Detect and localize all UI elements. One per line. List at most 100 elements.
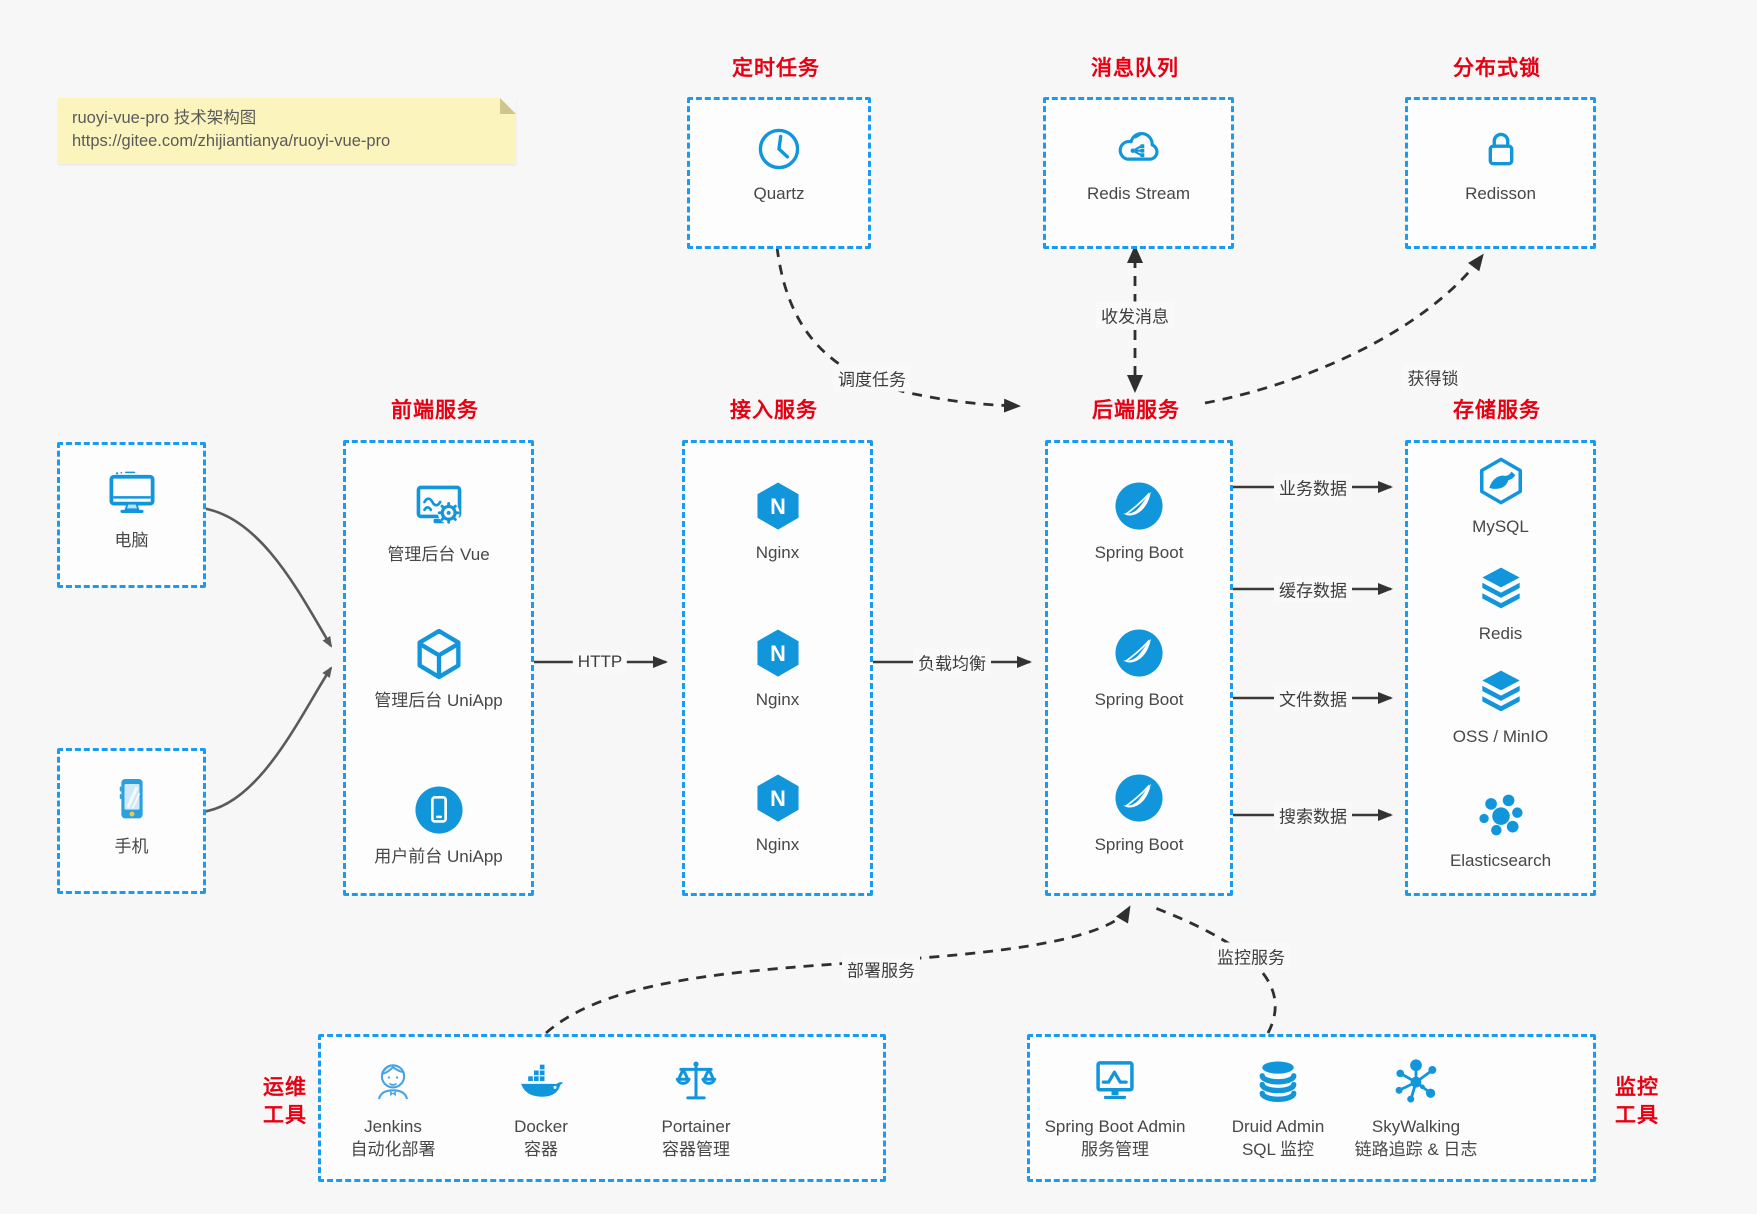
ops-tools-title: 运维 工具 bbox=[250, 1074, 320, 1130]
note-url: https://gitee.com/zhijiantianya/ruoyi-vu… bbox=[72, 132, 391, 150]
elasticsearch-item: Elasticsearch bbox=[1411, 787, 1591, 871]
mysql-icon bbox=[1411, 453, 1591, 509]
portainer-item: Portainer 容器管理 bbox=[606, 1053, 786, 1160]
edge-label-cache-data: 缓存数据 bbox=[1274, 575, 1352, 603]
spring-boot-admin-item: Spring Boot Admin 服务管理 bbox=[1020, 1053, 1210, 1160]
jenkins-sublabel: 自动化部署 bbox=[350, 1140, 436, 1159]
edge-label-load-balance: 负载均衡 bbox=[913, 648, 991, 676]
nginx-item: N Nginx bbox=[688, 624, 868, 710]
title-distributed-lock: 分布式锁 bbox=[1453, 57, 1541, 80]
clock-icon bbox=[689, 122, 869, 176]
spring-boot-icon bbox=[1049, 477, 1229, 535]
admin-vue-item: 管理后台 Vue bbox=[349, 479, 529, 565]
backend-box: Spring Boot Spring Boot Spring Boot bbox=[1045, 440, 1233, 896]
oss-minio-label: OSS / MinIO bbox=[1452, 727, 1549, 746]
spring-boot-admin-label: Spring Boot Admin bbox=[1044, 1117, 1186, 1136]
nginx-icon: N bbox=[688, 477, 868, 535]
docker-icon bbox=[451, 1053, 631, 1109]
edge-label-search-data: 搜索数据 bbox=[1274, 801, 1352, 829]
portainer-sublabel: 容器管理 bbox=[662, 1140, 730, 1159]
title-scheduled-tasks: 定时任务 bbox=[732, 57, 820, 80]
quartz-item: Quartz bbox=[689, 122, 869, 204]
jenkins-label: Jenkins bbox=[364, 1117, 422, 1136]
monitoring-title-line1: 监控 bbox=[1615, 1076, 1659, 1099]
edge-label-acquire-lock: 获得锁 bbox=[1402, 363, 1464, 391]
portainer-label: Portainer bbox=[661, 1117, 731, 1136]
title-frontend: 前端服务 bbox=[391, 399, 479, 422]
title-storage: 存储服务 bbox=[1453, 399, 1541, 422]
edge-label-schedule: 调度任务 bbox=[833, 364, 911, 392]
nginx-item: N Nginx bbox=[688, 477, 868, 563]
redis-item: Redis bbox=[1411, 560, 1591, 644]
quartz-box: Quartz bbox=[687, 97, 871, 249]
desktop-icon bbox=[67, 463, 197, 523]
mobile-label: 手机 bbox=[114, 837, 149, 856]
spring-boot-item: Spring Boot bbox=[1049, 769, 1229, 855]
oss-minio-item: OSS / MinIO bbox=[1411, 663, 1591, 747]
edge-label-monitor: 监控服务 bbox=[1212, 942, 1290, 970]
ops-tools-box: Jenkins 自动化部署 Docker 容器 bbox=[318, 1034, 886, 1182]
redis-stream-item: Redis Stream bbox=[1049, 122, 1229, 204]
monitoring-tools-box: Spring Boot Admin 服务管理 Druid Admin SQL 监… bbox=[1027, 1034, 1596, 1182]
edge-label-http: HTTP bbox=[572, 651, 628, 673]
svg-text:N: N bbox=[770, 494, 786, 519]
circle-phone-icon bbox=[349, 781, 529, 839]
cloud-mq-icon bbox=[1049, 122, 1229, 176]
oss-stack-icon bbox=[1411, 663, 1591, 719]
mobile-item: 手机 bbox=[67, 769, 197, 857]
spring-boot-icon bbox=[1049, 624, 1229, 682]
edge-label-deploy: 部署服务 bbox=[842, 955, 920, 983]
pc-client-box: 电脑 bbox=[57, 442, 206, 588]
nginx-icon: N bbox=[688, 769, 868, 827]
elasticsearch-label: Elasticsearch bbox=[1449, 851, 1552, 870]
portainer-scales-icon bbox=[606, 1053, 786, 1109]
note-fold-corner bbox=[500, 98, 516, 114]
spring-boot-icon bbox=[1049, 769, 1229, 827]
admin-monitor-gear-icon bbox=[349, 479, 529, 537]
storage-box: MySQL Redis OSS / MinIO bbox=[1405, 440, 1596, 896]
monitoring-tools-title: 监控 工具 bbox=[1602, 1074, 1672, 1130]
docker-item: Docker 容器 bbox=[451, 1053, 631, 1160]
mysql-item: MySQL bbox=[1411, 453, 1591, 537]
svg-text:N: N bbox=[770, 786, 786, 811]
admin-monitor-chart-icon bbox=[1020, 1053, 1210, 1109]
jenkins-item: Jenkins 自动化部署 bbox=[303, 1053, 483, 1160]
message-queue-box: Redis Stream bbox=[1043, 97, 1234, 249]
edge-label-file-data: 文件数据 bbox=[1274, 684, 1352, 712]
docker-sublabel: 容器 bbox=[524, 1140, 558, 1159]
title-message-queue: 消息队列 bbox=[1091, 57, 1179, 80]
uniapp-cube-icon bbox=[349, 625, 529, 683]
edge-label-message: 收发消息 bbox=[1096, 301, 1174, 329]
ops-title-line1: 运维 bbox=[263, 1076, 307, 1099]
admin-vue-label: 管理后台 Vue bbox=[387, 545, 490, 564]
distributed-lock-box: Redisson bbox=[1405, 97, 1596, 249]
note-title: ruoyi-vue-pro 技术架构图 bbox=[72, 109, 257, 127]
frontend-box: 管理后台 Vue 管理后台 UniApp 用户前台 UniApp bbox=[343, 440, 534, 896]
lock-icon bbox=[1411, 122, 1591, 176]
nginx-icon: N bbox=[688, 624, 868, 682]
mysql-label: MySQL bbox=[1472, 517, 1529, 536]
nginx-item: N Nginx bbox=[688, 769, 868, 855]
svg-text:N: N bbox=[770, 641, 786, 666]
spring-boot-admin-sublabel: 服务管理 bbox=[1081, 1140, 1149, 1159]
redis-stream-label: Redis Stream bbox=[1087, 184, 1190, 203]
nginx-label: Nginx bbox=[755, 543, 800, 562]
druid-admin-label: Druid Admin bbox=[1231, 1117, 1325, 1136]
title-access: 接入服务 bbox=[730, 399, 818, 422]
sticky-note: ruoyi-vue-pro 技术架构图 https://gitee.com/zh… bbox=[58, 98, 516, 164]
phone-icon bbox=[67, 769, 197, 829]
admin-uniapp-label: 管理后台 UniApp bbox=[374, 691, 503, 710]
spring-boot-label: Spring Boot bbox=[1094, 835, 1184, 854]
access-box: N Nginx N Nginx N Nginx bbox=[682, 440, 873, 896]
admin-uniapp-item: 管理后台 UniApp bbox=[349, 625, 529, 711]
spring-boot-item: Spring Boot bbox=[1049, 477, 1229, 563]
redis-stack-icon bbox=[1411, 560, 1591, 616]
title-backend: 后端服务 bbox=[1092, 399, 1180, 422]
spring-boot-label: Spring Boot bbox=[1094, 543, 1184, 562]
druid-admin-sublabel: SQL 监控 bbox=[1241, 1140, 1315, 1159]
network-nodes-icon bbox=[1321, 1053, 1511, 1109]
redis-label: Redis bbox=[1478, 624, 1523, 643]
nginx-label: Nginx bbox=[755, 690, 800, 709]
pc-label: 电脑 bbox=[114, 531, 149, 550]
